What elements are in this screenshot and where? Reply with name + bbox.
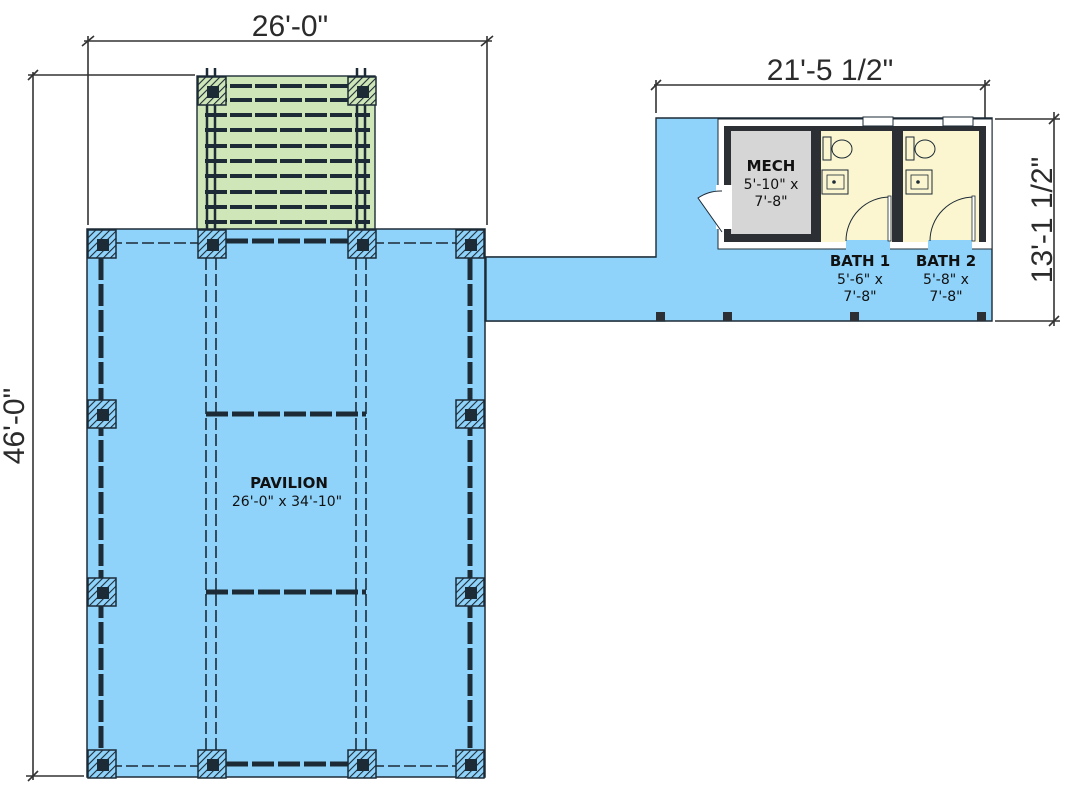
post-icon: [347, 749, 377, 779]
toilet-icon: [831, 139, 853, 159]
post-icon: [347, 76, 377, 106]
post-icon: [723, 312, 732, 321]
door-swing-icon: [929, 196, 975, 242]
room-size-bath-2-2: 7'-8": [929, 289, 962, 305]
dimension-pavilion-width: 26'-0": [81, 10, 494, 225]
post-icon: [656, 312, 665, 321]
post-icon: [850, 312, 859, 321]
post-icon: [87, 399, 117, 429]
room-size-mech-2: 7'-8": [754, 194, 787, 210]
post-icon: [455, 749, 485, 779]
dimension-label: 13'-1 1/2": [1026, 157, 1059, 283]
room-name-mech: MECH: [747, 157, 796, 175]
dimension-label: 26'-0": [252, 10, 328, 43]
room-size-pavilion: 26'-0" x 34'-10": [232, 494, 342, 510]
toilet-icon: [914, 139, 936, 159]
room-name-bath-2: BATH 2: [916, 252, 976, 270]
post-icon: [197, 229, 227, 259]
post-icon: [87, 229, 117, 259]
post-icon: [347, 229, 377, 259]
door-swing-icon: [697, 190, 723, 233]
dimension-label: 21'-5 1/2": [767, 54, 893, 87]
room-size-mech-1: 5'-10" x: [744, 177, 799, 193]
post-icon: [455, 399, 485, 429]
dimension-restroom-width: 21'-5 1/2": [650, 54, 991, 120]
dimension-restroom-depth: 13'-1 1/2": [995, 112, 1060, 327]
room-mech: [731, 131, 811, 234]
room-size-bath-2-1: 5'-8" x: [923, 272, 969, 288]
room-name-pavilion: PAVILION: [250, 474, 328, 492]
post-icon: [87, 577, 117, 607]
post-icon: [455, 577, 485, 607]
dimension-overall-depth: 46'-0": [0, 69, 195, 782]
post-icon: [197, 76, 227, 106]
room-size-bath-1-2: 7'-8": [843, 289, 876, 305]
post-icon: [455, 229, 485, 259]
toilet-tank-icon: [822, 136, 832, 161]
pergola: [196, 68, 377, 233]
post-icon: [87, 749, 117, 779]
toilet-tank-icon: [905, 136, 915, 161]
restroom-building: MECH 5'-10" x 7'-8" BATH 1 5'-6" x 7'-8"…: [485, 116, 993, 322]
dimension-label: 46'-0": [0, 388, 31, 464]
room-name-bath-1: BATH 1: [830, 252, 890, 270]
post-icon: [977, 312, 986, 321]
room-size-bath-1-1: 5'-6" x: [837, 272, 883, 288]
post-icon: [197, 749, 227, 779]
door-swing-icon: [845, 196, 891, 242]
